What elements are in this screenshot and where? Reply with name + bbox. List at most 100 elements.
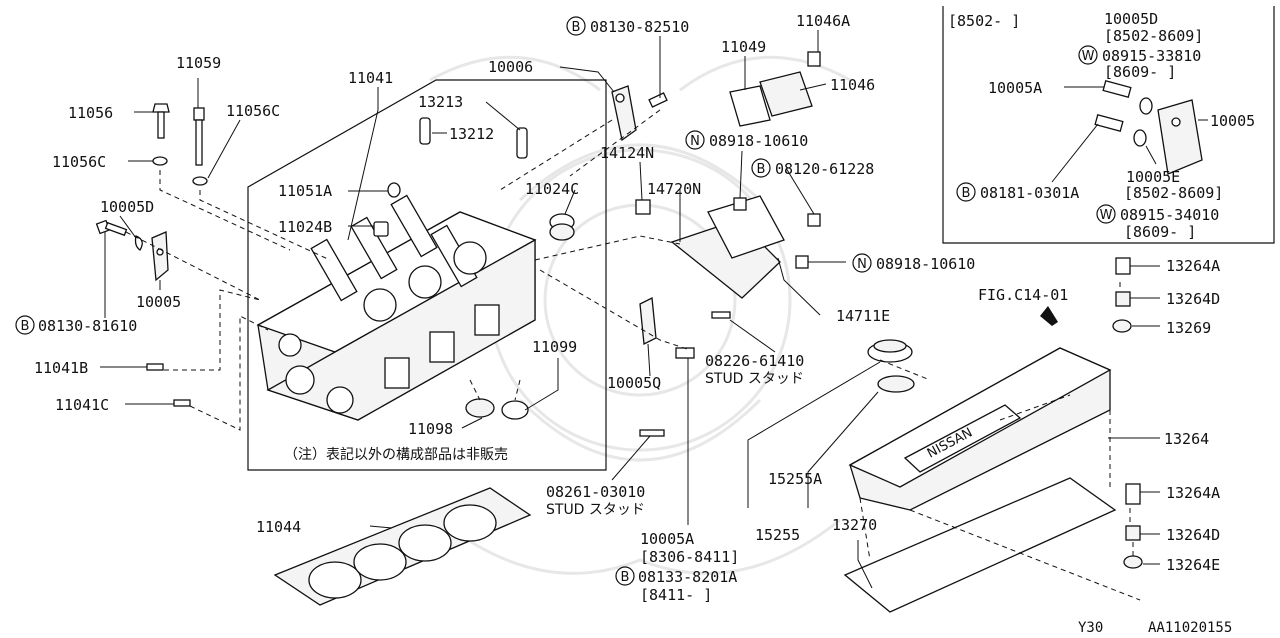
- bolt-11059[interactable]: [193, 107, 205, 166]
- label-11099: 11099: [532, 338, 577, 356]
- bracket-10005q[interactable]: [639, 296, 657, 346]
- inset-label-10005a: 10005A: [988, 79, 1042, 97]
- label-10005d-left: 10005D: [100, 198, 154, 216]
- bolt-11056[interactable]: [152, 103, 170, 139]
- badge-b-08133-8201a: B: [615, 566, 635, 586]
- label-14711e: 14711E: [836, 307, 890, 325]
- dowel-13212[interactable]: [419, 117, 431, 145]
- inset-bolt-10005a[interactable]: [1102, 80, 1132, 98]
- washer-11056c-left[interactable]: [152, 156, 168, 166]
- inset-label-range-8502-8609-b: [8502-8609]: [1124, 184, 1223, 202]
- label-13212: 13212: [449, 125, 494, 143]
- inset-label-range-8609-a: [8609- ]: [1104, 63, 1176, 81]
- plug-11051a[interactable]: [387, 182, 401, 198]
- washer-11056c-top[interactable]: [192, 176, 208, 186]
- inset-washer-08915-33810[interactable]: [1139, 97, 1153, 115]
- bolt-10005a-bottom[interactable]: [675, 347, 695, 359]
- svg-text:B: B: [621, 570, 630, 585]
- seal-11099[interactable]: [501, 400, 529, 420]
- label-11024b: 11024B: [278, 218, 332, 236]
- label-11059: 11059: [176, 54, 221, 72]
- washer-13269[interactable]: [1112, 319, 1132, 333]
- nut-08918-10610-mid[interactable]: [795, 255, 809, 269]
- label-13270: 13270: [832, 516, 877, 534]
- cover-11046[interactable]: [759, 71, 813, 117]
- badge-n-08918-10610-top: N: [685, 130, 705, 150]
- label-11051a: 11051A: [278, 182, 332, 200]
- washer-13264e[interactable]: [1123, 555, 1143, 569]
- label-10006: 10006: [488, 58, 533, 76]
- svg-text:N: N: [690, 134, 700, 149]
- label-11044: 11044: [256, 518, 301, 536]
- bracket-10005-left[interactable]: [151, 231, 169, 282]
- stud-11041c[interactable]: [173, 399, 191, 407]
- dowel-13213[interactable]: [516, 127, 528, 159]
- bolt-11046a[interactable]: [807, 51, 821, 67]
- rocker-cover[interactable]: NISSAN: [848, 347, 1112, 511]
- plug-11024b[interactable]: [373, 221, 389, 237]
- nut-08918-10610-top[interactable]: [733, 197, 747, 211]
- rocker-cover-gasket-13270[interactable]: [843, 477, 1117, 613]
- clip-10005d-left[interactable]: [134, 235, 143, 251]
- label-08261-03010: 08261-03010: [546, 483, 645, 501]
- label-13264d-bot: 13264D: [1166, 526, 1220, 544]
- label-11056: 11056: [68, 104, 113, 122]
- inset-bracket-10005[interactable]: [1157, 99, 1203, 175]
- label-08226-61410: 08226-61410: [705, 352, 804, 370]
- cylinder-head[interactable]: [256, 194, 537, 421]
- label-11041: 11041: [348, 69, 393, 87]
- badge-n-08918-10610-mid: N: [852, 253, 872, 273]
- label-10005a-bottom: 10005A: [640, 530, 694, 548]
- stud-08226-61410[interactable]: [711, 311, 731, 319]
- grommet-13264d-top[interactable]: [1115, 291, 1131, 307]
- inset-label-10005: 10005: [1210, 112, 1255, 130]
- seal-15255a[interactable]: [877, 375, 915, 393]
- hanger-10006[interactable]: [611, 85, 637, 142]
- inset-label-08915-33810: 08915-33810: [1102, 47, 1201, 65]
- svg-text:N: N: [857, 257, 867, 272]
- seal-11098[interactable]: [465, 398, 495, 418]
- label-11041b: 11041B: [34, 359, 88, 377]
- label-08918-10610-mid: 08918-10610: [876, 255, 975, 273]
- inset-label-range-8609-b: [8609- ]: [1124, 223, 1196, 241]
- bolt-08130-81610[interactable]: [95, 219, 128, 237]
- assembly-dashed-lines: [125, 109, 1141, 601]
- grommet-13264d-bot[interactable]: [1125, 525, 1141, 541]
- label-11049: 11049: [721, 38, 766, 56]
- head-gasket[interactable]: [273, 487, 532, 606]
- label-fig-c14-01: FIG.C14-01: [978, 286, 1068, 304]
- inset-washer-08915-34010[interactable]: [1133, 129, 1147, 147]
- badge-w-08915-34010: W: [1096, 204, 1116, 224]
- svg-text:W: W: [1100, 208, 1113, 223]
- bolt-13264a-bot[interactable]: [1125, 483, 1141, 505]
- label-08130-81610: 08130-81610: [38, 317, 137, 335]
- label-14720n: 14720N: [647, 180, 701, 198]
- label-13213: 13213: [418, 93, 463, 111]
- oil-filler-cap-15255[interactable]: [867, 339, 913, 363]
- stud-08261-03010[interactable]: [639, 429, 665, 437]
- label-13264d-top: 13264D: [1166, 290, 1220, 308]
- gasket-11049[interactable]: [729, 85, 771, 127]
- svg-text:B: B: [21, 319, 30, 334]
- nut-14124n[interactable]: [635, 199, 651, 215]
- bolt-08130-82510[interactable]: [648, 92, 668, 108]
- label-11098: 11098: [408, 420, 453, 438]
- label-08130-82510: 08130-82510: [590, 18, 689, 36]
- inset-label-range-8502-8609-a: [8502-8609]: [1104, 27, 1203, 45]
- code-aa11020155: AA11020155: [1148, 620, 1232, 636]
- plug-11024c[interactable]: [549, 213, 575, 241]
- label-stud-2: STUD スタッド: [546, 502, 645, 518]
- label-08918-10610-top: 08918-10610: [709, 132, 808, 150]
- label-11056c-left: 11056C: [52, 153, 106, 171]
- svg-text:B: B: [962, 186, 971, 201]
- inset-label-08915-34010: 08915-34010: [1120, 206, 1219, 224]
- bolt-13264a-top[interactable]: [1115, 257, 1131, 275]
- leader-lines: [100, 30, 1208, 589]
- inset-bolt-08181-0301a[interactable]: [1094, 114, 1124, 132]
- bolt-08120-61228[interactable]: [807, 213, 821, 227]
- label-10005-left: 10005: [136, 293, 181, 311]
- label-range-8411: [8411- ]: [640, 586, 712, 604]
- stud-11041b[interactable]: [146, 363, 164, 371]
- label-11046: 11046: [830, 76, 875, 94]
- inset-frame: [942, 6, 1275, 244]
